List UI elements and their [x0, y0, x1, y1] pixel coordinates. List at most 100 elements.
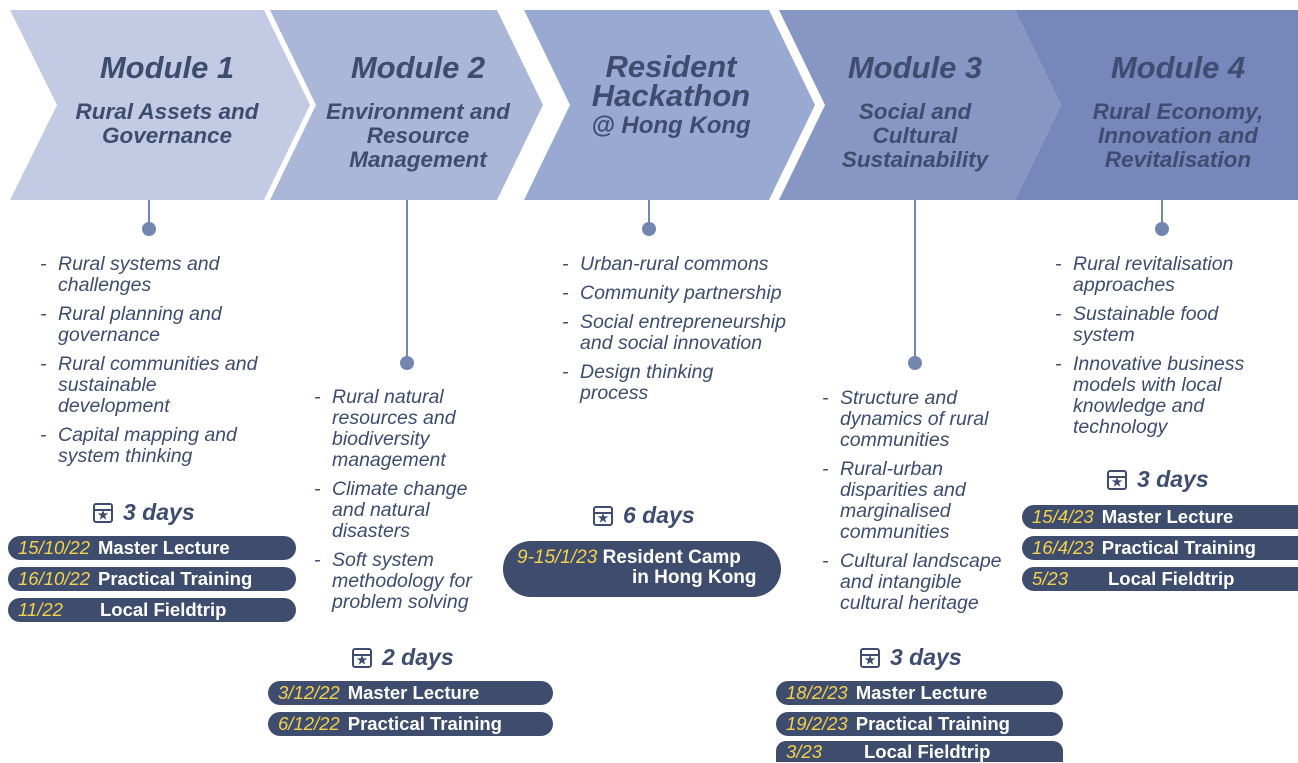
schedule-label: Master Lecture: [98, 537, 230, 558]
module-subtitle: Social and Cultural Sustainability: [841, 99, 989, 172]
schedule-pill: 16/10/22 Practical Training: [8, 567, 296, 591]
schedule-pill: 15/4/23 Master Lecture: [1022, 505, 1298, 529]
topic-item: Cultural landscape and intangible cultur…: [822, 551, 1022, 614]
hackathon-title: Resident Hackathon: [591, 49, 751, 113]
hackathon-duration: ★ 6 days: [593, 502, 695, 529]
schedule-date: 3/12/22: [278, 682, 340, 703]
module-4-heading: Module 4 Rural Economy, Innovation and R…: [1058, 0, 1298, 200]
module-2-connector-dot: [400, 356, 414, 370]
schedule-date: 15/4/23: [1032, 506, 1094, 527]
module-2-connector: [406, 200, 408, 362]
module-2-topics: Rural natural resources and biodiversity…: [314, 387, 494, 621]
module-4-connector: [1161, 200, 1163, 227]
module-4-topics: Rural revitalisation approaches Sustaina…: [1055, 254, 1275, 446]
banner-chevron-module-4: [1015, 10, 1298, 200]
schedule-label: Local Fieldtrip: [864, 740, 991, 762]
module-title: Module 2: [350, 50, 486, 85]
hackathon-subtitle: @ Hong Kong: [591, 112, 751, 139]
topic-item: Rural natural resources and biodiversity…: [314, 387, 494, 471]
resident-camp-pill: 9-15/1/23 Resident Camp in Hong Kong: [503, 541, 781, 597]
banner-chevron-module-3: [779, 10, 1061, 200]
schedule-date: 15/10/22: [18, 537, 91, 558]
schedule-pill: 18/2/23 Master Lecture: [776, 681, 1063, 705]
calendar-star-icon: ★: [593, 505, 613, 526]
module-3-duration: ★ 3 days: [860, 644, 962, 671]
banner-chevron-module-1: [10, 10, 310, 200]
schedule-date: 3/23: [786, 740, 823, 762]
module-3-connector: [914, 200, 916, 362]
schedule-pill: 3/23 Local Fieldtrip: [776, 741, 1063, 762]
schedule-pill: 15/10/22 Master Lecture: [8, 536, 296, 560]
topic-item: Community partnership: [562, 283, 787, 305]
topic-item: Rural systems and challenges: [40, 254, 265, 296]
schedule-label: Resident Camp: [602, 547, 741, 568]
topic-item: Urban-rural commons: [562, 254, 787, 276]
hackathon-connector: [648, 200, 650, 227]
module-3-heading: Module 3 Social and Cultural Sustainabil…: [810, 0, 1020, 200]
module-1-duration: ★ 3 days: [93, 499, 195, 526]
schedule-date: 11/22: [18, 599, 63, 620]
module-subtitle: Rural Economy, Innovation and Revitalisa…: [1092, 99, 1264, 172]
schedule-label: Local Fieldtrip: [100, 599, 227, 620]
schedule-date: 5/23: [1032, 568, 1069, 589]
schedule-label: Practical Training: [347, 713, 502, 734]
schedule-pill: 11/22 Local Fieldtrip: [8, 598, 296, 622]
module-title: Module 4: [1110, 50, 1246, 85]
calendar-star-icon: ★: [352, 647, 372, 668]
module-2-heading: Module 2 Environment and Resource Manage…: [300, 0, 536, 200]
schedule-label: Master Lecture: [347, 682, 480, 703]
calendar-star-icon: ★: [93, 502, 113, 523]
module-3-topics: Structure and dynamics of rural communit…: [822, 388, 1022, 622]
topic-item: Soft system methodology for problem solv…: [314, 550, 494, 613]
schedule-label: in Hong Kong: [632, 567, 757, 588]
topic-item: Rural-urban disparities and marginalised…: [822, 459, 1022, 543]
hackathon-topics: Urban-rural commons Community partnershi…: [562, 254, 787, 412]
schedule-label: Master Lecture: [1101, 506, 1234, 527]
schedule-date: 18/2/23: [786, 682, 848, 703]
topic-item: Rural planning and governance: [40, 304, 265, 346]
topic-item: Rural communities and sustainable develo…: [40, 354, 265, 417]
topic-item: Rural revitalisation approaches: [1055, 254, 1275, 296]
schedule-label: Practical Training: [98, 568, 253, 589]
banner-chevron-hackathon: [524, 10, 815, 200]
schedule-date: 6/12/22: [278, 713, 340, 734]
hackathon-connector-dot: [642, 222, 656, 236]
module-title: Module 1: [99, 50, 235, 85]
module-subtitle: Rural Assets and Governance: [75, 99, 259, 148]
module-1-topics: Rural systems and challenges Rural plann…: [40, 254, 265, 475]
topic-item: Social entrepreneurship and social innov…: [562, 312, 787, 354]
module-1-connector: [148, 200, 150, 227]
module-1-heading: Module 1 Rural Assets and Governance: [52, 0, 282, 200]
module-4-connector-dot: [1155, 222, 1169, 236]
schedule-pill: 6/12/22 Practical Training: [268, 712, 553, 736]
calendar-star-icon: ★: [1107, 469, 1127, 490]
module-3-connector-dot: [908, 356, 922, 370]
banner-chevron-module-2: [270, 10, 543, 200]
schedule-date: 16/4/23: [1032, 537, 1094, 558]
topic-item: Design thinking process: [562, 362, 787, 404]
schedule-pill: 16/4/23 Practical Training: [1022, 536, 1298, 560]
module-2-duration: ★ 2 days: [352, 644, 454, 671]
module-4-duration: ★ 3 days: [1107, 466, 1209, 493]
module-title: Module 3: [847, 50, 983, 85]
schedule-date: 16/10/22: [18, 568, 91, 589]
schedule-date: 19/2/23: [786, 713, 848, 734]
schedule-pill: 19/2/23 Practical Training: [776, 712, 1063, 736]
schedule-label: Practical Training: [855, 713, 1010, 734]
module-1-connector-dot: [142, 222, 156, 236]
schedule-label: Local Fieldtrip: [1108, 568, 1235, 589]
topic-item: Sustainable food system: [1055, 304, 1275, 346]
topic-item: Structure and dynamics of rural communit…: [822, 388, 1022, 451]
module-banner: [10, 10, 1298, 200]
topic-item: Climate change and natural disasters: [314, 479, 494, 542]
hackathon-heading: Resident Hackathon @ Hong Kong: [560, 0, 782, 200]
schedule-label: Master Lecture: [855, 682, 988, 703]
schedule-label: Practical Training: [1101, 537, 1256, 558]
module-subtitle: Environment and Resource Management: [326, 99, 510, 172]
schedule-pill: 5/23 Local Fieldtrip: [1022, 567, 1298, 591]
calendar-star-icon: ★: [860, 647, 880, 668]
schedule-pill: 3/12/22 Master Lecture: [268, 681, 553, 705]
topic-item: Innovative business models with local kn…: [1055, 354, 1275, 438]
schedule-date: 9-15/1/23: [517, 547, 598, 568]
topic-item: Capital mapping and system thinking: [40, 425, 265, 467]
